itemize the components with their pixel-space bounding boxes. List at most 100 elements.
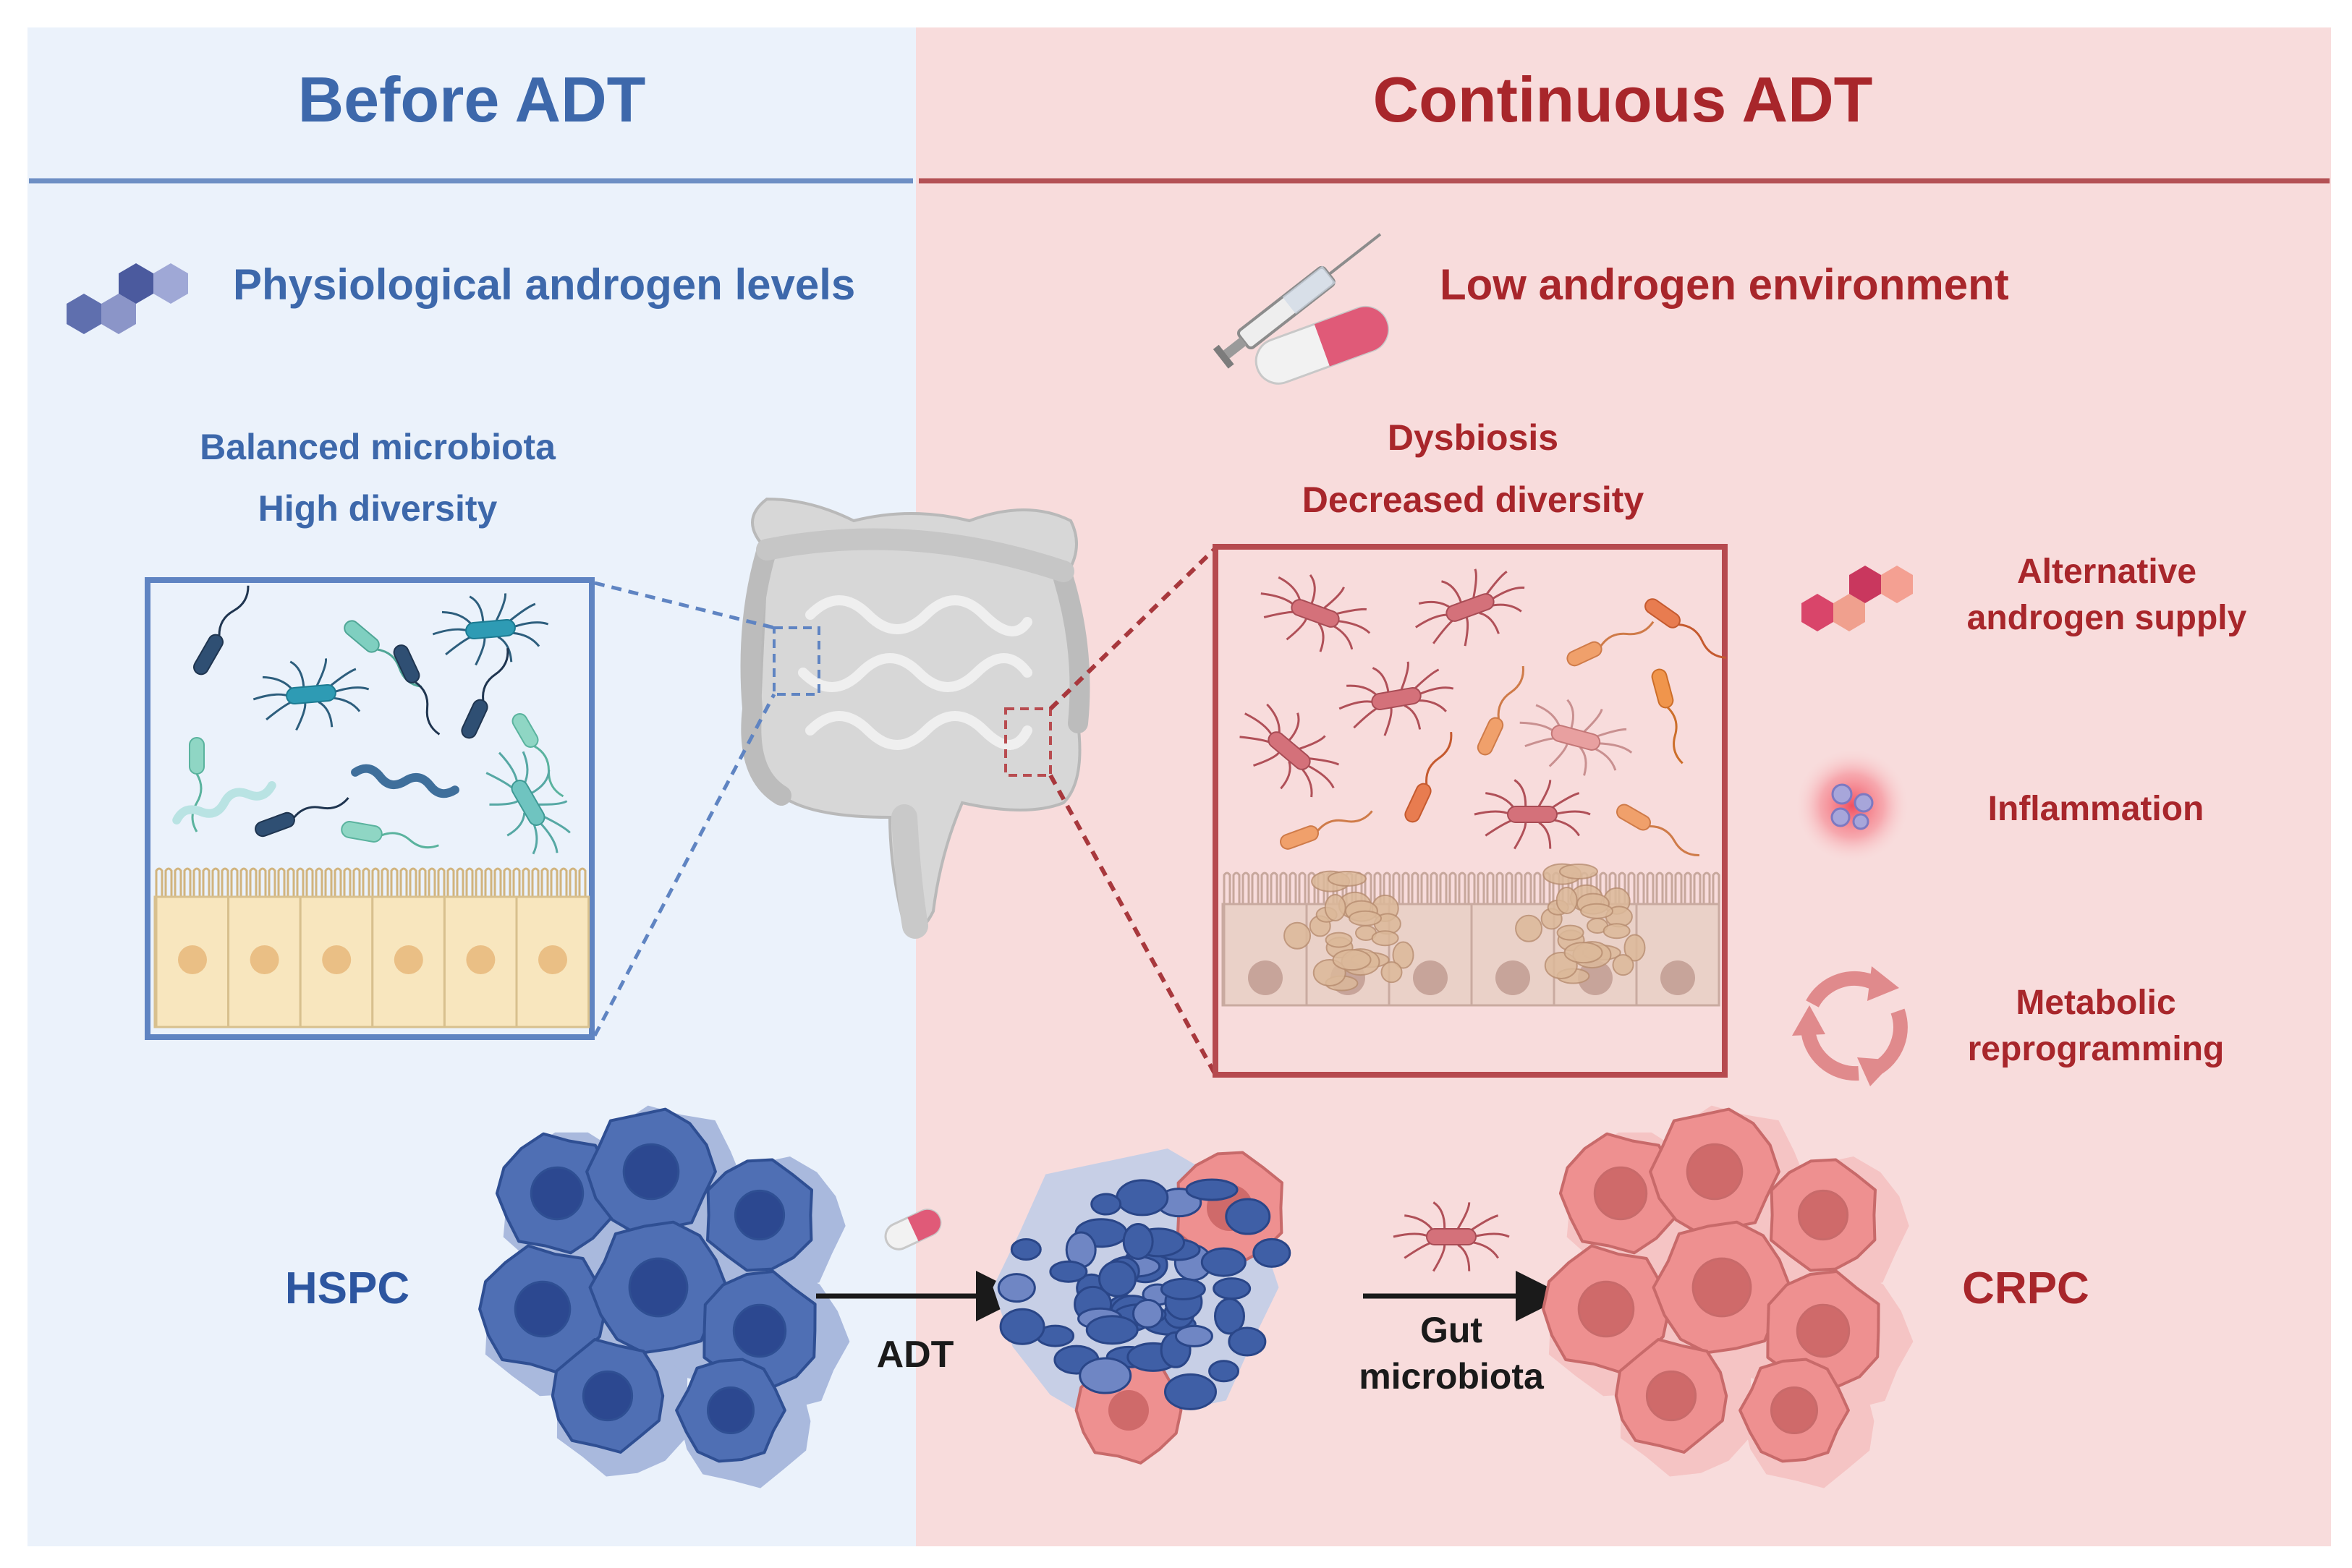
microvillus — [381, 867, 389, 897]
microvillus — [1684, 872, 1692, 904]
hspc-label: HSPC — [285, 1264, 409, 1313]
flagellum — [475, 638, 486, 666]
bacterium-body — [1371, 687, 1422, 710]
microvillus — [362, 867, 370, 897]
rod-bacterium — [1477, 665, 1524, 756]
flagellum — [489, 800, 519, 806]
microvillus — [1524, 872, 1532, 904]
flagellum — [1404, 704, 1422, 730]
flagellum — [1432, 1201, 1446, 1229]
microvillus — [1608, 872, 1617, 904]
microvillus — [540, 867, 549, 897]
cell-debris — [1325, 932, 1353, 948]
microvillus — [1702, 872, 1711, 904]
bacterium-body — [344, 620, 380, 653]
bacterium-body — [1477, 717, 1504, 756]
cell-debris — [1515, 914, 1543, 942]
cell-fragment — [1122, 1222, 1154, 1260]
microvillus — [559, 867, 568, 897]
bacterium-body — [1644, 598, 1681, 629]
flagellum — [1537, 780, 1552, 807]
microvillus — [1364, 872, 1372, 904]
microvillus — [437, 867, 446, 897]
flagellum — [1457, 1244, 1471, 1271]
flagellum — [538, 820, 559, 853]
microvillus — [1665, 872, 1673, 904]
cell-nucleus — [514, 1280, 572, 1338]
cell-fragment — [1098, 1260, 1137, 1298]
flagellum — [1317, 622, 1325, 652]
microvillus — [192, 867, 201, 897]
flagellum — [218, 585, 250, 636]
flagellum — [1309, 574, 1316, 604]
microvillus — [258, 867, 267, 897]
flagellum — [1513, 822, 1527, 850]
bacterium-body — [1616, 804, 1651, 831]
flagellum — [1336, 619, 1371, 634]
flagellum — [414, 681, 441, 736]
microvillus — [1439, 872, 1448, 904]
microvillus — [1430, 872, 1438, 904]
microvillus — [1636, 872, 1645, 904]
cell-fragment — [1208, 1360, 1240, 1383]
peritrichous-bacterium — [432, 593, 549, 666]
cell-fragment — [1200, 1247, 1247, 1277]
flagellum — [506, 812, 526, 837]
high-diversity-label: High diversity — [258, 488, 498, 529]
flagellum — [531, 770, 551, 794]
dysbiotic-bacteria-group — [1239, 568, 1726, 857]
rod-bacterium — [461, 647, 509, 739]
bacterium-body — [465, 618, 516, 640]
microvillus — [1674, 872, 1683, 904]
flagellum — [1400, 661, 1409, 690]
microvillus — [503, 867, 511, 897]
spiral-bacterium — [172, 781, 276, 825]
microvillus — [1655, 872, 1664, 904]
left-panel-title: Before ADT — [298, 64, 646, 135]
hspc-tumor-cluster-icon — [478, 1105, 850, 1488]
microvillus — [1514, 872, 1523, 904]
flagellum — [332, 686, 370, 694]
cell-nucleus — [250, 945, 279, 974]
cell-nucleus — [1593, 1166, 1648, 1221]
peritrichous-bacterium — [1260, 574, 1371, 652]
cell-fragment — [1116, 1179, 1169, 1217]
microvillus — [268, 867, 276, 897]
microvillus — [1467, 872, 1476, 904]
microvillus — [390, 867, 399, 897]
microvillus — [1279, 872, 1288, 904]
rod-bacterium — [344, 620, 423, 688]
flagellum — [377, 648, 423, 688]
metabolic-reprogramming-line2: reprogramming — [1968, 1030, 2225, 1068]
rod-bacterium — [1644, 598, 1726, 659]
cell-fragment — [1225, 1198, 1271, 1235]
cell-fragment — [1049, 1260, 1088, 1283]
microvillus — [315, 867, 323, 897]
rod-bacterium — [193, 585, 250, 676]
microvillus — [493, 867, 502, 897]
rod-bacterium — [393, 644, 441, 736]
microvillus — [1693, 872, 1702, 904]
cell-nucleus — [734, 1189, 786, 1241]
peritrichous-bacterium — [1239, 703, 1340, 798]
alternative-androgen-line2: androgen supply — [1967, 599, 2247, 637]
flagellum — [1566, 699, 1575, 728]
adt-arrow-label: ADT — [877, 1334, 954, 1376]
alternative-androgen-line1: Alternative — [2017, 553, 2196, 591]
flagellum — [293, 797, 349, 819]
microvillus — [484, 867, 493, 897]
flagellum — [1286, 618, 1307, 641]
flagellum — [1490, 587, 1525, 601]
bacterium-body — [1566, 641, 1602, 667]
microvillus — [371, 867, 380, 897]
microvillus — [1373, 872, 1382, 904]
microvillus — [211, 867, 220, 897]
adt-pill-icon — [884, 1209, 942, 1250]
healthy-epithelium — [153, 867, 590, 1028]
inflammation-icon — [1794, 748, 1910, 864]
flagellum — [1253, 751, 1280, 767]
bacterium-body — [351, 764, 459, 798]
flagellum — [1288, 712, 1300, 741]
microvillus — [569, 867, 577, 897]
microvillus — [1232, 872, 1241, 904]
